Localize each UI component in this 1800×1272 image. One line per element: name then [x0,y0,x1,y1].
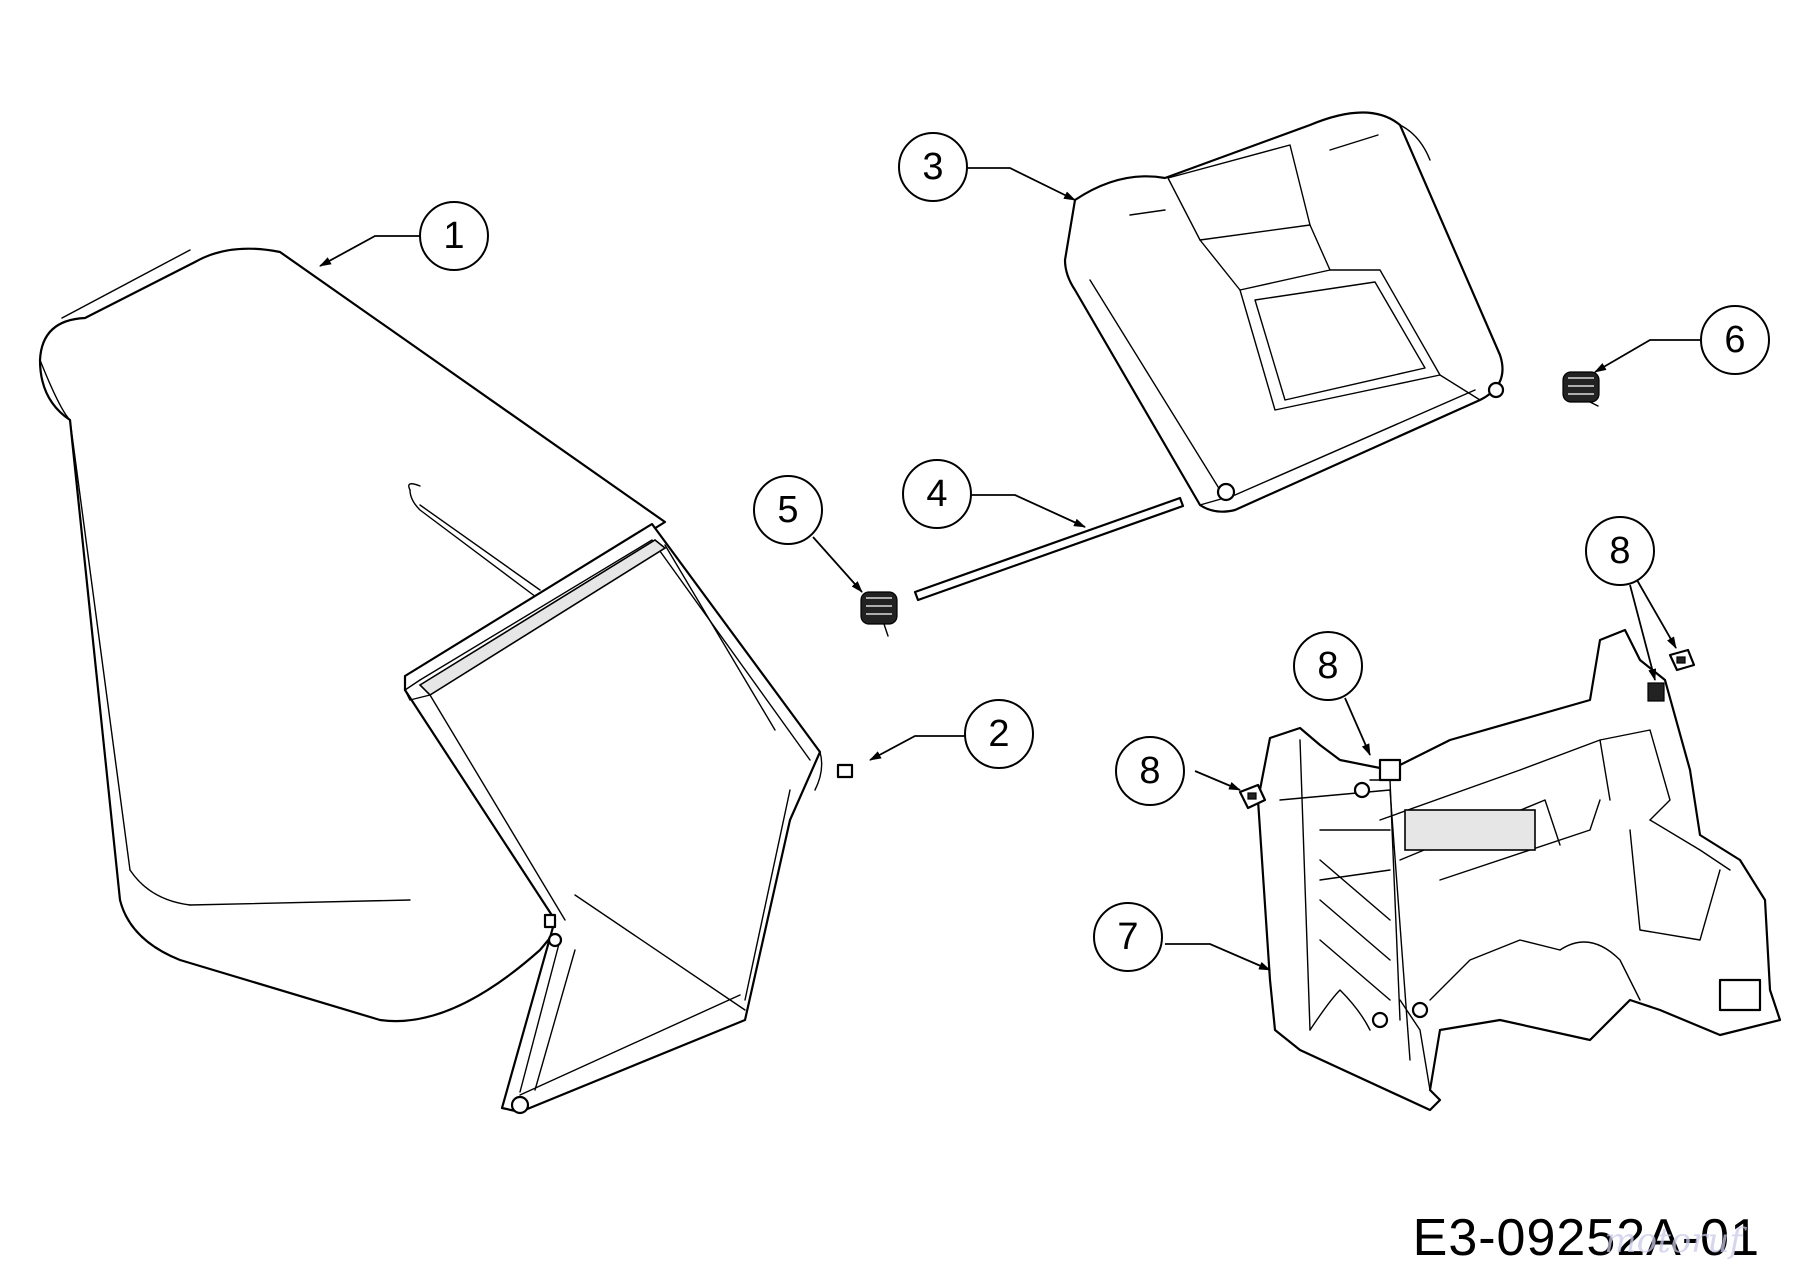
callout-label: 1 [443,215,464,257]
callout-8-right: 8 [1585,516,1655,586]
callout-1: 1 [419,201,489,271]
callout-label: 4 [926,473,947,515]
callout-2: 2 [964,699,1034,769]
torsion-spring-right [1562,371,1600,407]
clip-nut-1 [1238,783,1267,810]
drawing-code: E3-09252A-01 [1412,1209,1760,1267]
callout-7: 7 [1093,902,1163,972]
callout-6: 6 [1700,305,1770,375]
callout-8-middle: 8 [1293,631,1363,701]
callout-label: 2 [988,713,1009,755]
callout-label: 5 [777,489,798,531]
callout-5: 5 [753,475,823,545]
callout-label: 8 [1609,530,1630,572]
clip-nut-3 [1647,682,1665,702]
callout-label: 8 [1317,645,1338,687]
callout-3: 3 [898,132,968,202]
callout-label: 7 [1117,916,1138,958]
callout-label: 8 [1139,750,1160,792]
callout-4: 4 [902,459,972,529]
callout-label: 6 [1724,319,1745,361]
catcher-frame [403,522,854,1115]
clip-nut-2 [1668,648,1696,672]
callout-8-left: 8 [1115,736,1185,806]
leader-lines [319,167,1700,971]
callout-label: 3 [922,146,943,188]
torsion-spring-left [860,591,898,637]
watermark-logo: motoruf [1604,1221,1742,1261]
rear-housing [1256,628,1782,1112]
hinge-rod [913,496,1185,602]
rear-flap-cover [1063,111,1505,513]
